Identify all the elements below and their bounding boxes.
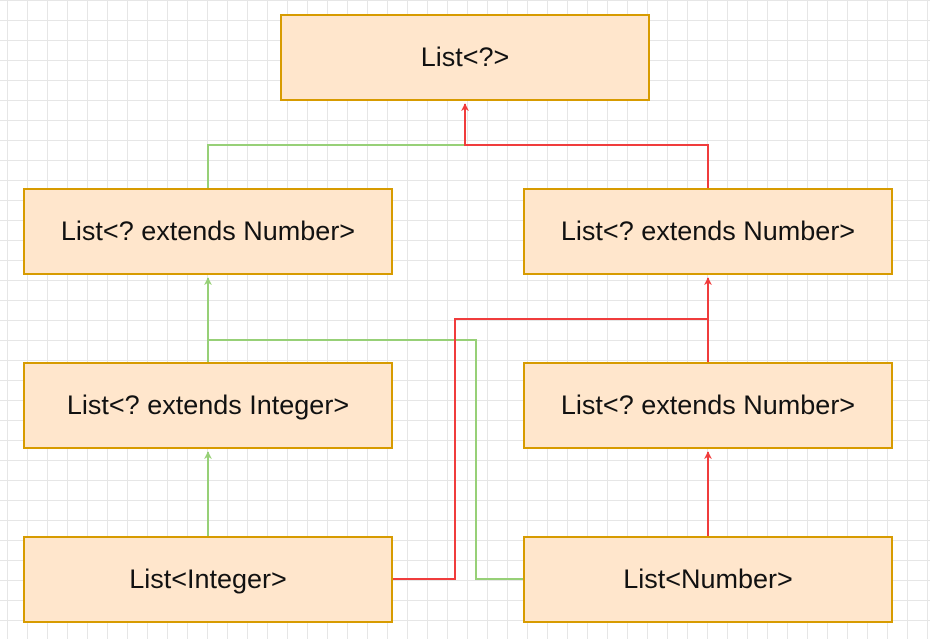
node-label: List<?>	[420, 42, 510, 72]
node-list-wildcard[interactable]: List<?>	[280, 14, 650, 101]
edge-bottom-left-to-upper-right	[393, 318, 708, 580]
node-label: List<? extends Number>	[560, 216, 856, 246]
node-list-extends-number-right[interactable]: List<? extends Number>	[523, 188, 893, 275]
edge-upper-left-to-root	[207, 144, 465, 188]
node-list-integer[interactable]: List<Integer>	[23, 536, 393, 623]
node-label: List<? extends Number>	[60, 216, 356, 246]
node-label: List<? extends Integer>	[66, 390, 350, 420]
edge-bottom-right-to-upper-left	[208, 339, 523, 580]
node-label: List<? extends Number>	[560, 390, 856, 420]
node-list-extends-integer[interactable]: List<? extends Integer>	[23, 362, 393, 449]
node-label: List<Number>	[623, 564, 793, 594]
node-label: List<Integer>	[129, 564, 287, 594]
node-list-extends-number-left[interactable]: List<? extends Number>	[23, 188, 393, 275]
node-list-extends-number-middle-right[interactable]: List<? extends Number>	[523, 362, 893, 449]
node-list-number[interactable]: List<Number>	[523, 536, 893, 623]
edge-upper-right-to-root	[461, 103, 709, 188]
